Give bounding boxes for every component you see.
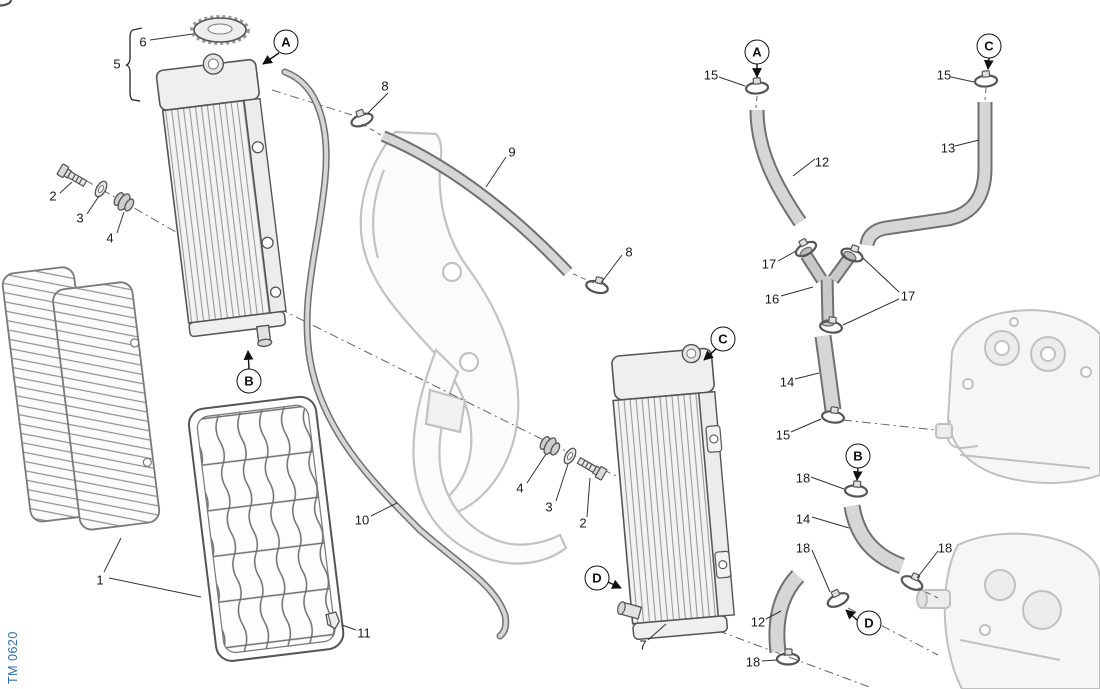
washer-3 (94, 180, 108, 198)
engine-bottom (916, 532, 1100, 689)
leader-lines (59, 33, 980, 662)
hose-12-lower (768, 570, 805, 654)
left-radiator (155, 53, 287, 348)
engine-top (935, 309, 1100, 484)
guard-grille-1 (187, 395, 345, 662)
radiator-cap-6 (190, 15, 250, 45)
clip-11 (325, 611, 341, 630)
clamp-18-b (898, 568, 928, 594)
clamp-17-a (790, 233, 820, 261)
right-radiator-7 (611, 343, 736, 640)
bracket-5 (125, 27, 143, 102)
grommet-4-right (539, 436, 561, 456)
clamp-18-c (822, 585, 852, 611)
clamp-8-b (583, 273, 612, 297)
washer-3-right (563, 447, 577, 465)
hose-13 (859, 102, 993, 247)
frame-outline (359, 130, 568, 565)
louver-panels-1 (1, 266, 161, 531)
y-fitting-16 (799, 246, 857, 327)
clamp-15-a (744, 75, 770, 96)
overflow-hose-10 (281, 68, 510, 640)
mounting-bolt-2 (56, 163, 88, 188)
hose-14-lower (843, 504, 906, 575)
hose-9 (380, 130, 573, 277)
drawing-code: TM 0620 (6, 631, 20, 684)
clamp-15-b (973, 68, 999, 89)
hose-12-upper (749, 109, 807, 227)
mounting-bolt-2-right (576, 456, 608, 481)
callout-arrows (243, 52, 994, 621)
hose-14-upper (814, 334, 842, 412)
grommet-4 (113, 192, 135, 212)
clamp-18-a (843, 478, 869, 499)
